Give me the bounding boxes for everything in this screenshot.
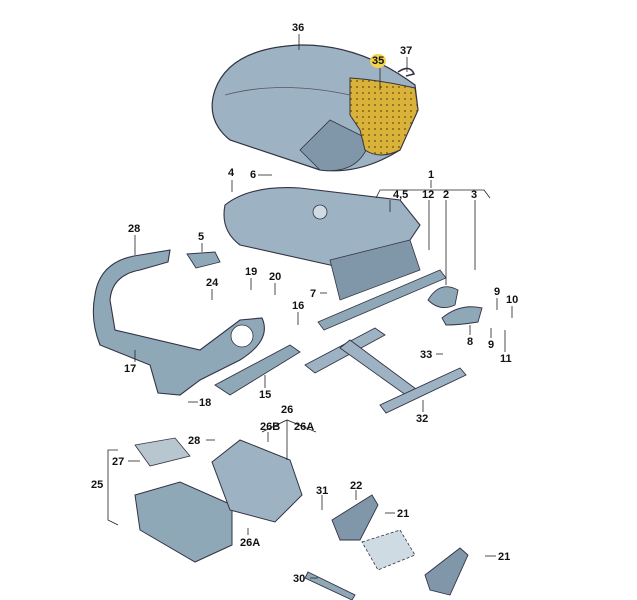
lever-handle xyxy=(441,306,483,326)
label-27: 27 xyxy=(112,456,125,468)
mounting-bracket-lower xyxy=(424,547,469,596)
cross-member xyxy=(304,327,467,414)
label-16: 16 xyxy=(292,300,305,312)
storage-drawer xyxy=(134,437,303,563)
label-31: 31 xyxy=(316,485,329,497)
label-26b: 26B xyxy=(260,421,281,433)
label-1: 1 xyxy=(428,169,435,181)
label-11: 11 xyxy=(500,353,512,365)
leader-lines xyxy=(107,34,513,579)
label-28-lower: 28 xyxy=(188,435,201,447)
rail-part xyxy=(304,571,356,600)
control-module xyxy=(361,529,416,571)
label-22: 22 xyxy=(350,480,363,492)
label-18: 18 xyxy=(199,397,212,409)
label-21-lower: 21 xyxy=(498,551,511,563)
label-8: 8 xyxy=(467,336,474,348)
label-4: 4 xyxy=(228,167,235,179)
label-2: 2 xyxy=(443,189,450,201)
label-19: 19 xyxy=(245,266,258,278)
label-36: 36 xyxy=(292,22,305,34)
label-10: 10 xyxy=(506,294,519,306)
label-24: 24 xyxy=(206,277,219,289)
label-17: 17 xyxy=(124,363,137,375)
foam-pad xyxy=(349,77,419,156)
label-21-upper: 21 xyxy=(397,508,410,520)
clip-part xyxy=(397,67,416,77)
cover-strip xyxy=(214,344,301,396)
label-33: 33 xyxy=(420,349,433,361)
label-25: 25 xyxy=(91,479,104,491)
label-35-highlighted: 35 xyxy=(370,54,387,68)
label-12: 12 xyxy=(422,189,435,201)
label-20: 20 xyxy=(269,271,282,283)
label-6: 6 xyxy=(250,169,257,181)
seat-frame xyxy=(223,187,447,331)
label-26a-bottom: 26A xyxy=(240,537,261,549)
label-37: 37 xyxy=(400,45,413,57)
hinge-part xyxy=(427,286,459,309)
label-32: 32 xyxy=(416,413,429,425)
label-5: 5 xyxy=(198,231,205,243)
side-trim-frame xyxy=(92,249,265,396)
label-26: 26 xyxy=(281,404,294,416)
label-3: 3 xyxy=(471,189,478,201)
label-7: 7 xyxy=(310,288,317,300)
label-4-5: 4,5 xyxy=(393,189,409,201)
label-9-lower: 9 xyxy=(488,339,495,351)
label-15: 15 xyxy=(259,389,272,401)
mounting-bracket xyxy=(331,494,379,541)
label-9-upper: 9 xyxy=(494,286,501,298)
label-26a-top: 26A xyxy=(294,421,315,433)
bracket-part xyxy=(186,251,221,269)
label-28-top: 28 xyxy=(128,223,141,235)
label-30: 30 xyxy=(293,573,306,585)
